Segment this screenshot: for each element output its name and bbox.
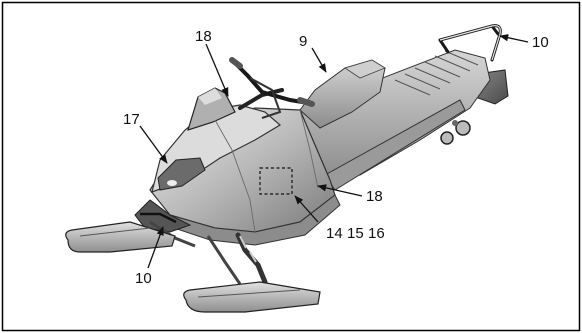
callout-10-bottom: 10 [135,270,152,287]
callout-17: 17 [123,111,140,128]
hand-grips [232,60,312,104]
leader-9 [312,48,326,72]
callout-10-right: 10 [532,34,549,51]
idler-hub [452,120,458,126]
leader-17 [140,126,167,163]
headlight-lens [167,180,177,186]
callout-14: 14 [326,225,343,242]
callout-9: 9 [299,33,307,50]
callout-18-top: 18 [195,28,212,45]
idler-wheel [441,132,453,144]
snowmobile-illustration [66,26,508,312]
handlebar [232,60,308,103]
idler-wheel [456,121,470,135]
callout-16: 16 [368,225,385,242]
leader-18-top [206,44,228,96]
callout-15: 15 [347,225,364,242]
callout-18-side: 18 [366,188,383,205]
leader-10-right [500,36,528,42]
